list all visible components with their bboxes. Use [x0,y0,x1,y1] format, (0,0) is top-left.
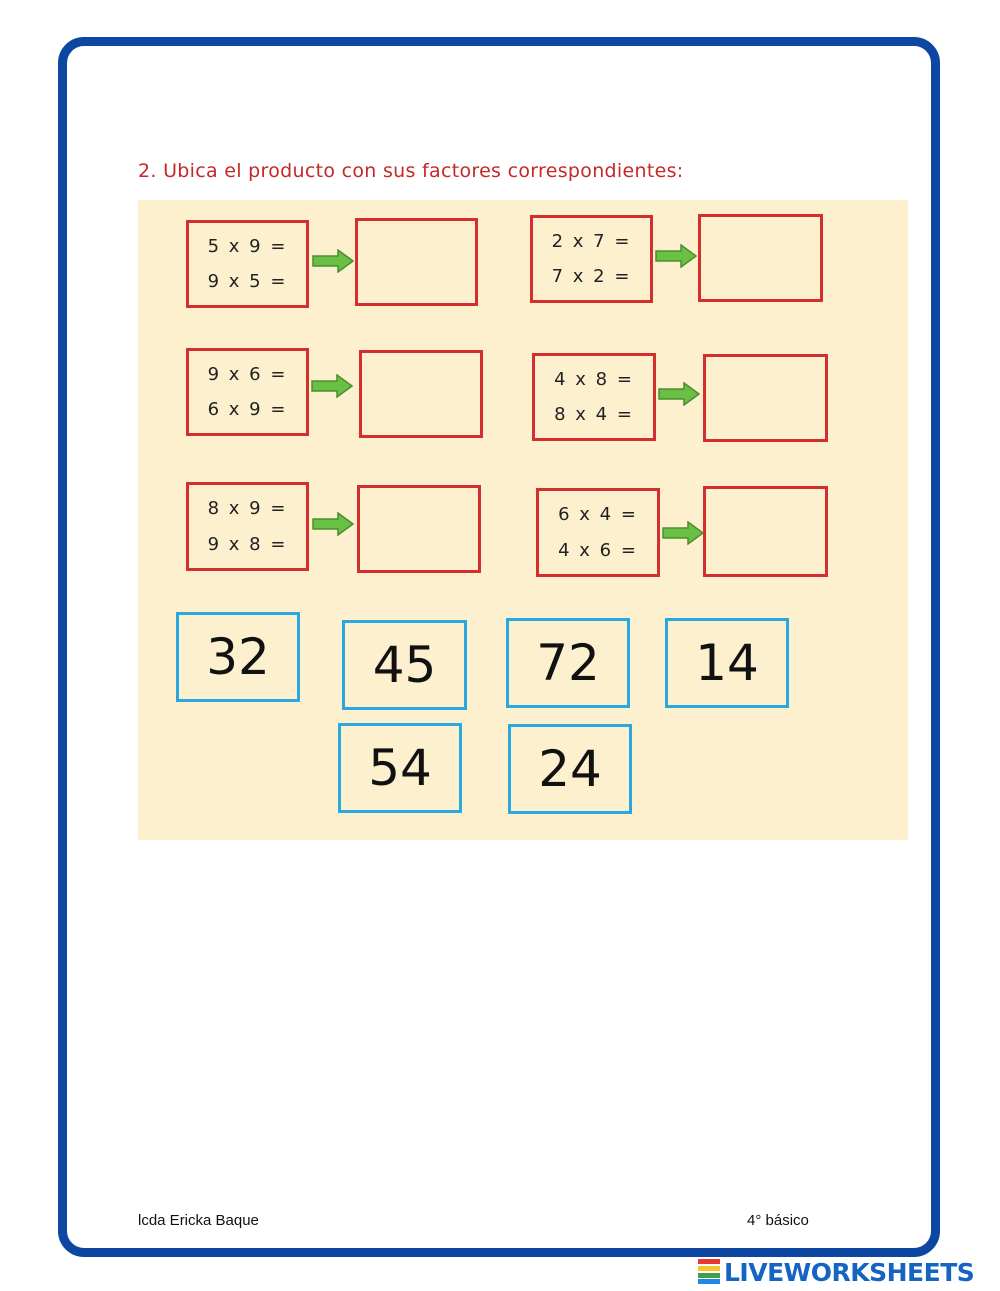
liveworksheets-logo-icon [698,1259,720,1285]
number-tile[interactable]: 45 [342,620,467,710]
equation-line: 5 x 9 = [207,236,288,257]
number-tile[interactable]: 72 [506,618,630,708]
answer-drop-box-6[interactable] [703,486,828,577]
equation-line: 4 x 8 = [554,369,634,390]
number-tile[interactable]: 54 [338,723,462,813]
equation-box-6: 6 x 4 = 4 x 6 = [536,488,660,577]
answer-drop-box-3[interactable] [359,350,483,438]
equation-line: 2 x 7 = [551,231,632,252]
equation-line: 9 x 6 = [207,364,288,385]
equation-line: 6 x 4 = [558,504,638,526]
arrow-right-icon [658,382,700,406]
arrow-right-icon [662,521,704,545]
arrow-right-icon [311,374,353,398]
equation-box-5: 8 x 9 = 9 x 8 = [186,482,309,571]
answer-drop-box-2[interactable] [698,214,823,302]
arrow-right-icon [655,244,697,268]
answer-drop-box-5[interactable] [357,485,481,573]
equation-line: 4 x 6 = [558,539,638,561]
equation-line: 6 x 9 = [207,399,288,420]
equation-line: 9 x 5 = [207,271,288,292]
equation-line: 8 x 9 = [207,498,288,520]
equation-box-4: 4 x 8 = 8 x 4 = [532,353,656,441]
number-tile[interactable]: 14 [665,618,789,708]
brand-logo: LIVEWORKSHEETS [698,1257,975,1287]
equation-box-3: 9 x 6 = 6 x 9 = [186,348,309,436]
footer-author: lcda Ericka Baque [138,1212,259,1229]
instruction-text: 2. Ubica el producto con sus factores co… [138,160,684,182]
arrow-right-icon [312,249,354,273]
footer-grade: 4° básico [747,1212,809,1229]
number-tile[interactable]: 24 [508,724,632,814]
answer-drop-box-4[interactable] [703,354,828,442]
equation-box-2: 2 x 7 = 7 x 2 = [530,215,653,303]
number-tile[interactable]: 32 [176,612,300,702]
equation-line: 9 x 8 = [207,533,288,555]
answer-drop-box-1[interactable] [355,218,478,306]
equation-box-1: 5 x 9 = 9 x 5 = [186,220,309,308]
equation-line: 8 x 4 = [554,404,634,425]
arrow-right-icon [312,512,354,536]
equation-line: 7 x 2 = [551,266,632,287]
brand-name: LIVEWORKSHEETS [724,1257,975,1287]
